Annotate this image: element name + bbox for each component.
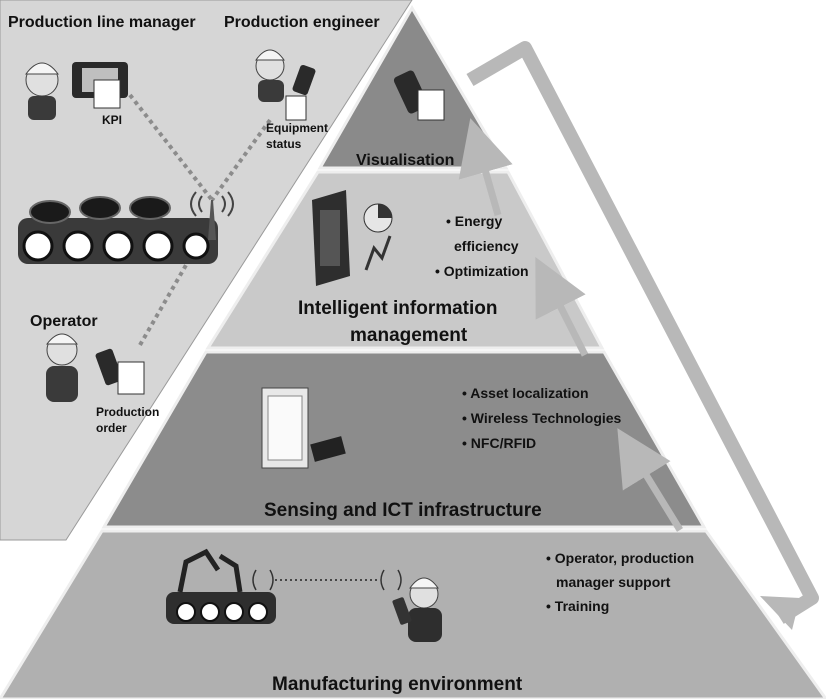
up-arrow-intelligent: [458, 118, 513, 216]
engineer-avatar-icon: [255, 49, 316, 121]
left-panel: [0, 0, 413, 541]
bullet-wireless: • Wireless Technologies: [462, 410, 622, 426]
conveyor-icon: [18, 196, 218, 264]
title-intelligent-1: Intelligent information: [298, 298, 498, 319]
label-production-order-1: Production: [96, 405, 159, 419]
label-kpi: KPI: [102, 113, 122, 127]
field-operator-icon: [380, 569, 442, 642]
feedback-arrow-head: [760, 596, 800, 630]
operator-avatar-icon: [45, 333, 145, 402]
title-manufacturing: Manufacturing environment: [272, 674, 523, 695]
visualisation-tablet-icon: [393, 70, 445, 121]
label-equipment-status-2: status: [266, 137, 302, 151]
bullet-training: • Training: [546, 598, 609, 614]
label-production-engineer: Production engineer: [224, 14, 380, 31]
title-intelligent-2: management: [350, 325, 468, 346]
up-arrow-manufacturing: [617, 428, 683, 532]
up-arrow-sensing: [535, 257, 589, 357]
rfid-server-icon: [261, 387, 346, 469]
bullet-optimization: • Optimization: [435, 263, 529, 279]
tablet-kpi-icon: [72, 62, 128, 109]
bullet-energy-1: • Energy: [446, 213, 502, 229]
manager-avatar-icon: [25, 62, 59, 120]
bullet-operator-support-2: manager support: [556, 574, 671, 590]
label-equipment-status-1: Equipment: [266, 121, 328, 135]
bullet-energy-2: efficiency: [454, 238, 519, 254]
layer-intelligent: [205, 170, 605, 350]
bullet-operator-support-1: • Operator, production: [546, 550, 694, 566]
layer-sensing: [101, 350, 707, 529]
antenna-icon: [190, 191, 234, 240]
title-sensing: Sensing and ICT infrastructure: [264, 500, 542, 521]
label-production-order-2: order: [96, 421, 127, 435]
label-production-line-manager: Production line manager: [8, 14, 196, 31]
server-chart-icon: [312, 190, 393, 286]
bullet-nfc: • NFC/RFID: [462, 435, 536, 451]
title-visualisation: Visualisation: [356, 152, 454, 169]
bullet-asset: • Asset localization: [462, 385, 589, 401]
robot-conveyor-icon: [166, 548, 276, 624]
label-operator: Operator: [30, 313, 98, 330]
